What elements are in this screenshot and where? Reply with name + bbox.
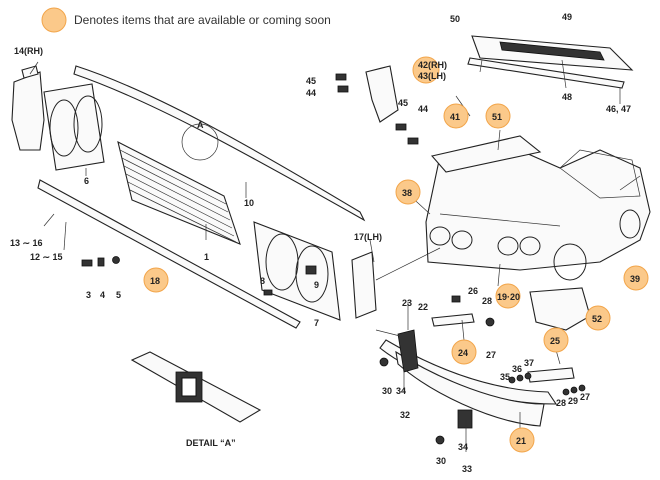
badge-38[interactable]: 38 [395, 179, 421, 205]
grille-part [117, 140, 241, 245]
label-30-a: 30 [382, 386, 392, 396]
side-lamp-part [351, 251, 377, 319]
label-23: 23 [402, 298, 412, 308]
bracket-25-part [527, 367, 575, 383]
label-28-a: 28 [482, 296, 492, 306]
label-7: 7 [314, 318, 319, 328]
svg-text:39: 39 [630, 274, 640, 284]
top-molding-part [73, 65, 366, 222]
label-6: 6 [84, 176, 89, 186]
label-26: 26 [468, 286, 478, 296]
badge-19-20[interactable]: 19·20 [495, 283, 521, 309]
label-44-b: 44 [418, 104, 428, 114]
label-34-a: 34 [396, 386, 406, 396]
under-cover-part [529, 287, 591, 331]
label-13-16: 13 ∼ 16 [10, 238, 43, 248]
label-27-a: 27 [486, 350, 496, 360]
svg-text:41: 41 [450, 112, 460, 122]
label-32: 32 [400, 410, 410, 420]
svg-text:24: 24 [458, 348, 468, 358]
badge-21[interactable]: 21 [509, 427, 535, 453]
label-28-b: 28 [556, 398, 566, 408]
lower-molding-part [37, 179, 301, 329]
part-labels: 14(RH) 6 1 10 13 ∼ 16 12 ∼ 15 3 4 5 8 9 … [10, 12, 631, 474]
label-36: 36 [512, 364, 522, 374]
label-9: 9 [314, 280, 319, 290]
legend-text: Denotes items that are available or comi… [74, 13, 331, 27]
right-headlamp-bezel-part [253, 221, 341, 321]
label-33: 33 [462, 464, 472, 474]
label-37: 37 [524, 358, 534, 368]
badge-42-43[interactable]: 42(RH) 43(LH) [412, 56, 447, 84]
label-50: 50 [450, 14, 460, 24]
badge-51[interactable]: 51 [485, 103, 511, 129]
detail-a-drawing [130, 351, 262, 423]
svg-text:25: 25 [550, 336, 560, 346]
hood-hinge-part [335, 65, 419, 145]
svg-text:52: 52 [592, 314, 602, 324]
label-45-b: 45 [398, 98, 408, 108]
label-3: 3 [86, 290, 91, 300]
label-1: 1 [204, 252, 209, 262]
label-17lh: 17(LH) [354, 232, 382, 242]
label-14rh: 14(RH) [14, 46, 43, 56]
detail-a-caption: DETAIL “A” [186, 438, 236, 448]
cowl-grille-part [467, 35, 634, 89]
bracket-24-part [431, 313, 475, 327]
badge-41[interactable]: 41 [443, 103, 469, 129]
label-4: 4 [100, 290, 105, 300]
callout-a-circle [181, 123, 219, 161]
fasteners-group [81, 256, 317, 296]
svg-text:43(LH): 43(LH) [418, 71, 446, 81]
label-45-a: 45 [306, 76, 316, 86]
hardware-group [379, 295, 586, 445]
svg-text:21: 21 [516, 436, 526, 446]
badge-39[interactable]: 39 [623, 265, 649, 291]
bumper-part [379, 329, 558, 429]
svg-text:42(RH): 42(RH) [418, 60, 447, 70]
label-44-a: 44 [306, 88, 316, 98]
label-29: 29 [568, 396, 578, 406]
callout-a-label: A [197, 120, 204, 130]
label-34-b: 34 [458, 442, 468, 452]
label-48: 48 [562, 92, 572, 102]
svg-text:51: 51 [492, 112, 502, 122]
label-30-b: 30 [436, 456, 446, 466]
badge-25[interactable]: 25 [543, 327, 569, 353]
badge-52[interactable]: 52 [585, 305, 611, 331]
label-46-47: 46, 47 [606, 104, 631, 114]
label-49: 49 [562, 12, 572, 22]
label-12-15: 12 ∼ 15 [30, 252, 63, 262]
corner-lamp-part [11, 65, 45, 151]
label-22: 22 [418, 302, 428, 312]
badge-24[interactable]: 24 [451, 339, 477, 365]
label-5: 5 [116, 290, 121, 300]
label-10: 10 [244, 198, 254, 208]
badge-18[interactable]: 18 [143, 267, 169, 293]
label-8: 8 [260, 276, 265, 286]
label-27-b: 27 [580, 392, 590, 402]
availability-badges: 42(RH) 43(LH) 41 51 38 39 18 19·20 [143, 56, 649, 453]
car-illustration [425, 135, 651, 281]
label-35: 35 [500, 372, 510, 382]
svg-text:18: 18 [150, 276, 160, 286]
legend-badge-icon [41, 7, 67, 33]
svg-text:19·20: 19·20 [497, 292, 520, 302]
headlamp-bezel-part [43, 83, 105, 171]
svg-text:38: 38 [402, 188, 412, 198]
